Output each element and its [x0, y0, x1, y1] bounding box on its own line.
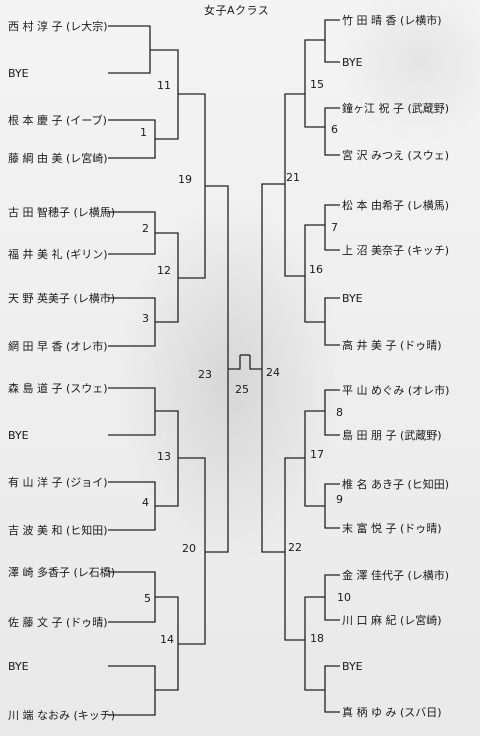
right-player-10: 島 田 朋 子 (武蔵野): [342, 429, 442, 442]
left-r3-bracket-a: [178, 93, 206, 279]
left-player-4: 藤 綱 由 美 (レ宮崎): [8, 152, 108, 165]
right-r1-bracket-a: [324, 19, 340, 63]
left-r1-bracket-b: [108, 119, 156, 159]
right-player-13: 金 澤 佳代子 (レ横市): [342, 569, 450, 582]
right-player-8: 高 井 美 子 (ドゥ晴): [342, 339, 442, 352]
left-player-11: 有 山 洋 子 (ジョイ): [8, 476, 108, 489]
right-player-2: BYE: [342, 56, 363, 69]
left-player-5: 古 田 智穂子 (レ横馬): [8, 206, 116, 219]
left-r1-bracket-a: [108, 25, 151, 74]
final-connector-right: [249, 355, 262, 370]
match-number-7: 7: [331, 221, 338, 234]
match-number-1: 1: [140, 126, 147, 139]
match-number-6: 6: [331, 123, 338, 136]
right-player-9: 平 山 めぐみ (オレ市): [342, 384, 450, 397]
right-r4-bracket: [261, 183, 285, 553]
match-number-20: 20: [182, 542, 196, 555]
right-player-11: 椎 名 あき子 (ヒ知田): [342, 478, 450, 491]
right-r3-bracket-b: [284, 457, 305, 641]
left-player-3: 根 本 慶 子 (イーブ): [8, 114, 107, 127]
left-player-2: BYE: [8, 67, 29, 80]
right-player-12: 末 富 悦 子 (ドゥ晴): [342, 522, 442, 535]
right-player-7: BYE: [342, 292, 363, 305]
left-player-13: 澤 崎 多香子 (レ石橋): [8, 566, 116, 579]
left-player-8: 網 田 早 香 (オレ市): [8, 340, 108, 353]
right-r1-bracket-b: [324, 107, 340, 156]
match-number-13: 13: [157, 450, 171, 463]
match-number-10: 10: [337, 591, 351, 604]
right-player-16: 真 柄 ゆ み (スバ日): [342, 706, 442, 719]
match-number-22: 22: [288, 541, 302, 554]
right-r2-bracket-a: [304, 39, 325, 128]
match-number-14: 14: [160, 633, 174, 646]
left-r3-bracket-b: [178, 457, 206, 645]
right-player-14: 川 口 麻 紀 (レ宮崎): [342, 614, 442, 627]
left-r1-bracket-h: [108, 665, 156, 716]
match-number-4: 4: [142, 496, 149, 509]
right-player-15: BYE: [342, 660, 363, 673]
match-number-17: 17: [310, 448, 324, 461]
left-player-1: 西 村 淳 子 (レ大宗): [8, 20, 108, 33]
match-number-19: 19: [178, 173, 192, 186]
right-r1-bracket-d: [324, 297, 340, 346]
right-r1-bracket-h: [324, 665, 340, 713]
left-player-6: 福 井 美 礼 (ギリン): [8, 248, 108, 261]
match-number-21: 21: [286, 171, 300, 184]
match-number-24: 24: [266, 366, 280, 379]
match-number-23: 23: [198, 368, 212, 381]
left-player-12: 吉 波 美 和 (ヒ知田): [8, 524, 108, 537]
right-r2-bracket-b: [304, 224, 325, 323]
right-player-6: 上 沼 美奈子 (キッチ): [342, 244, 450, 257]
match-number-18: 18: [310, 632, 324, 645]
match-number-25: 25: [235, 383, 249, 396]
right-player-3: 鐘ヶ江 祝 子 (武蔵野): [342, 102, 450, 115]
right-r3-bracket-a: [284, 93, 305, 277]
left-r2-bracket-a: [150, 49, 179, 140]
left-r2-bracket-b: [155, 232, 179, 323]
left-r1-bracket-e: [108, 387, 156, 436]
page-title: 女子Aクラス: [204, 4, 270, 17]
right-r1-bracket-f: [324, 483, 340, 529]
left-player-15: BYE: [8, 660, 29, 673]
left-player-10: BYE: [8, 429, 29, 442]
match-number-11: 11: [157, 79, 171, 92]
match-number-9: 9: [336, 493, 343, 506]
match-number-15: 15: [310, 78, 324, 91]
right-player-4: 宮 沢 みつえ (スウェ): [342, 149, 450, 162]
right-player-1: 竹 田 晴 香 (レ横市): [342, 14, 442, 27]
right-player-5: 松 本 由希子 (レ横馬): [342, 199, 450, 212]
left-player-14: 佐 藤 文 子 (ドゥ晴): [8, 616, 108, 629]
match-number-2: 2: [142, 222, 149, 235]
right-r1-bracket-e: [324, 389, 340, 436]
right-r1-bracket-c: [324, 204, 340, 251]
match-number-8: 8: [336, 406, 343, 419]
left-player-7: 天 野 英美子 (レ横市): [8, 292, 116, 305]
left-player-16: 川 端 なおみ (キッチ): [8, 709, 116, 722]
right-r2-bracket-d: [304, 596, 325, 691]
match-number-12: 12: [157, 264, 171, 277]
right-r2-bracket-c: [304, 410, 325, 507]
final-connector-left: [228, 355, 241, 370]
left-player-9: 森 島 道 子 (スウェ): [8, 382, 108, 395]
right-r1-bracket-g: [324, 574, 340, 621]
match-number-3: 3: [142, 312, 149, 325]
match-number-16: 16: [309, 263, 323, 276]
match-number-5: 5: [144, 592, 151, 605]
